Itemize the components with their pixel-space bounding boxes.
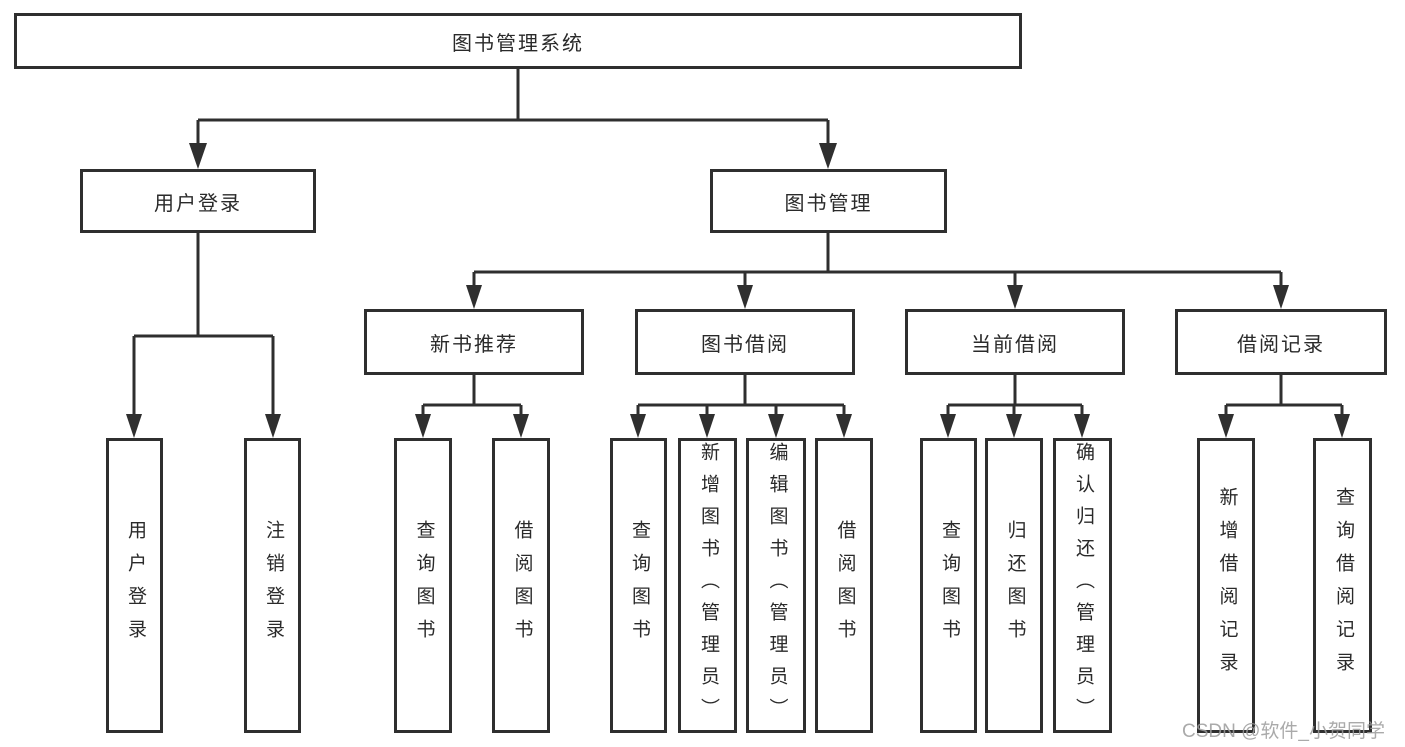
node-label: 新书推荐 (430, 333, 518, 356)
node-label: 图书借阅 (701, 333, 789, 356)
node-borrowing-records: 借阅记录 (1175, 309, 1387, 375)
leaf-label: 借阅图书 (511, 519, 533, 652)
leaf-label: 查询借阅记录 (1332, 486, 1354, 685)
leaf-label: 查询图书 (938, 519, 960, 652)
leaf-query-books: 查询图书 (394, 438, 452, 733)
leaf-confirm-return-admin: 确认归还（管理员） (1053, 438, 1112, 733)
leaf-add-book-admin: 新增图书（管理员） (678, 438, 737, 733)
leaf-label: 查询图书 (628, 519, 650, 652)
leaf-label: 归还图书 (1004, 519, 1026, 652)
leaf-label: 确认归还（管理员） (1072, 441, 1094, 730)
node-current-borrowing: 当前借阅 (905, 309, 1125, 375)
leaf-query-books: 查询图书 (920, 438, 977, 733)
node-user-login: 用户登录 (80, 169, 316, 233)
leaf-label: 编辑图书（管理员） (766, 441, 788, 730)
leaf-query-borrow-record: 查询借阅记录 (1313, 438, 1372, 733)
leaf-query-books: 查询图书 (610, 438, 667, 733)
leaf-edit-book-admin: 编辑图书（管理员） (746, 438, 806, 733)
leaf-label: 新增借阅记录 (1216, 486, 1238, 685)
node-label: 用户登录 (154, 192, 242, 215)
csdn-watermark: CSDN @软件_小贺同学 (1182, 721, 1385, 742)
leaf-borrow-books: 借阅图书 (815, 438, 873, 733)
leaf-borrow-books: 借阅图书 (492, 438, 550, 733)
leaf-logout: 注销登录 (244, 438, 301, 733)
leaf-label: 用户登录 (124, 519, 146, 652)
node-library-management-system: 图书管理系统 (14, 13, 1022, 69)
leaf-label: 注销登录 (262, 519, 284, 652)
leaf-label: 查询图书 (413, 519, 435, 652)
leaf-label: 借阅图书 (834, 519, 856, 652)
node-book-borrowing: 图书借阅 (635, 309, 855, 375)
leaf-return-books: 归还图书 (985, 438, 1043, 733)
node-label: 借阅记录 (1237, 333, 1325, 356)
leaf-add-borrow-record: 新增借阅记录 (1197, 438, 1255, 733)
node-label: 图书管理 (784, 192, 873, 215)
node-label: 当前借阅 (971, 333, 1059, 356)
node-label: 图书管理系统 (452, 32, 584, 55)
leaf-label: 新增图书（管理员） (697, 441, 719, 730)
leaf-user-login: 用户登录 (106, 438, 163, 733)
node-book-management: 图书管理 (710, 169, 947, 233)
node-new-book-recommendation: 新书推荐 (364, 309, 584, 375)
